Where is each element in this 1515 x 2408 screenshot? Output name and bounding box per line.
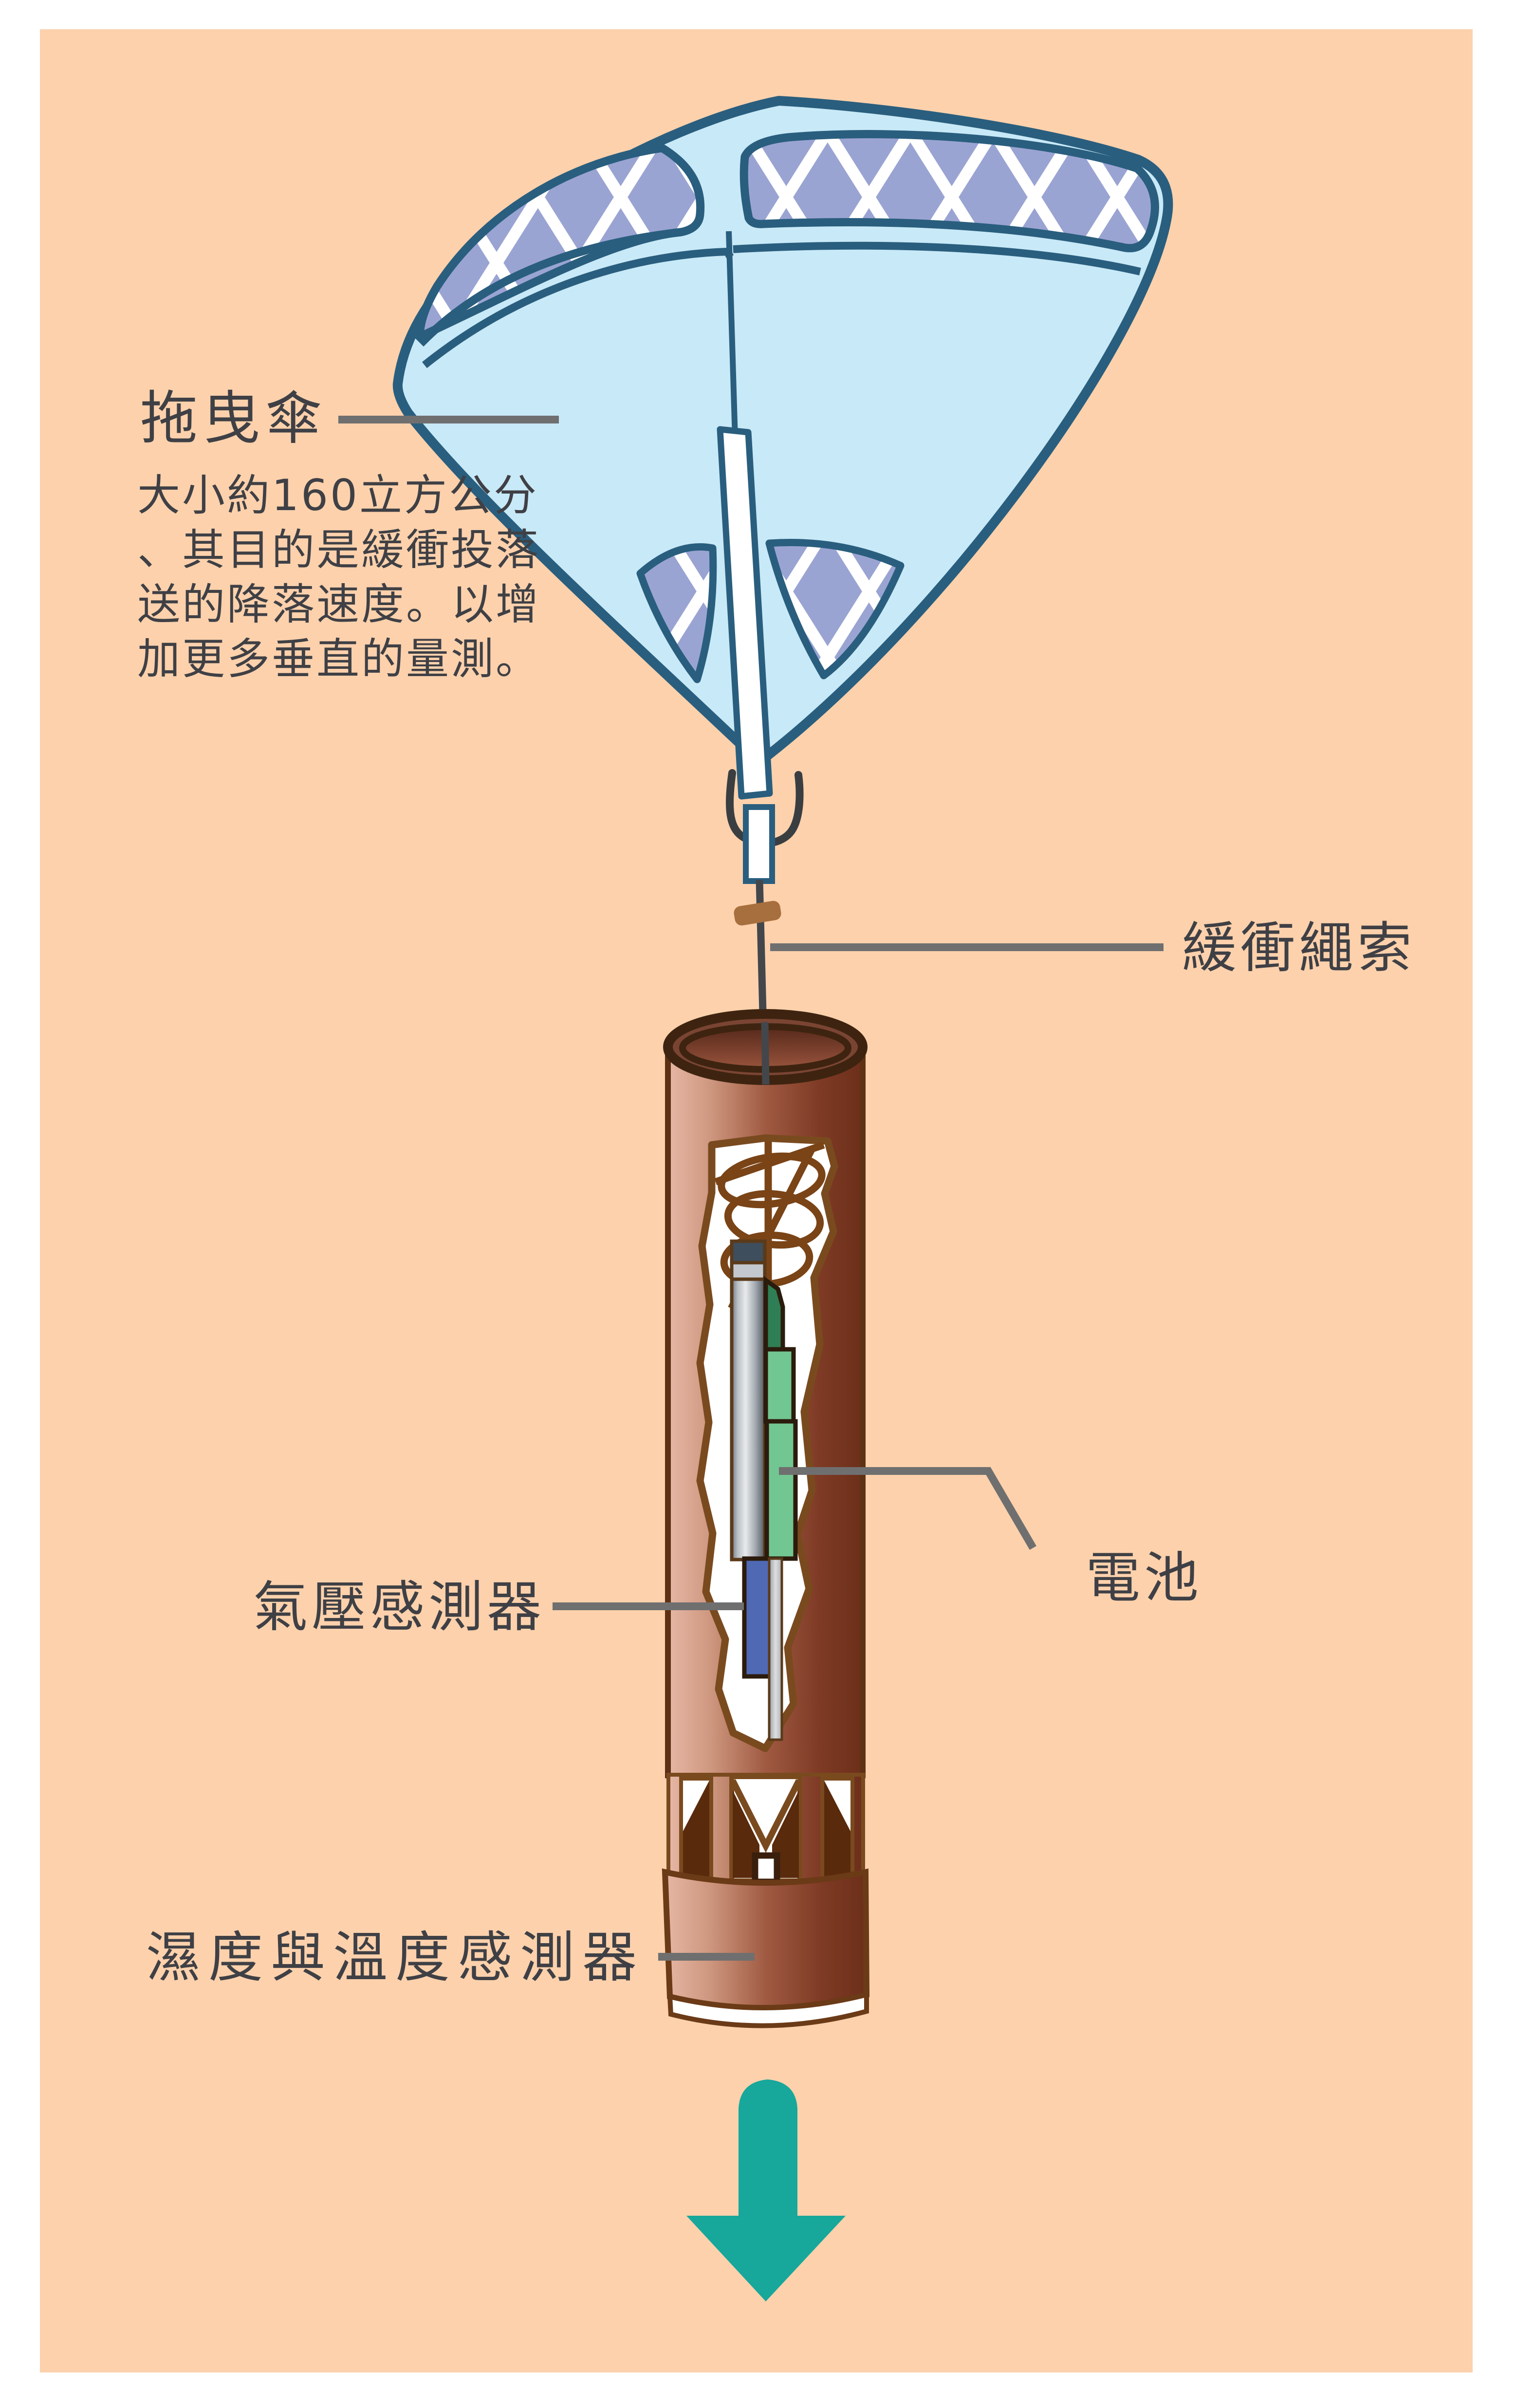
parachute-panel-lower-right — [765, 539, 905, 680]
sonde-tube — [662, 1009, 870, 2028]
buffer-rope-label: 緩衝繩索 — [1182, 917, 1416, 980]
slot-left — [679, 1777, 713, 1884]
parachute-description-line: 加更多垂直的量測。 — [137, 634, 540, 684]
slot-center — [729, 1774, 802, 1885]
connector-link — [743, 804, 775, 884]
parachute-description-line: 大小約160立方公分 — [137, 470, 538, 520]
tube-slot-section — [666, 1773, 865, 1888]
parachute-description-line: 送的降落速度。以增 — [137, 579, 540, 629]
battery-label: 電池 — [1086, 1546, 1202, 1610]
battery-pack — [763, 1276, 798, 1561]
parachute-panel-lower-left — [636, 543, 717, 683]
battery-leader-line — [779, 1467, 1036, 1550]
diagram-labels: 拖曳傘 大小約160立方公分 、其目的是緩衝投落 送的降落速度。以增 加更多垂直… — [137, 385, 1416, 1989]
parachute-seam-right — [733, 241, 1141, 276]
rope-into-tube — [761, 1022, 770, 1085]
parachute-seam-left — [422, 247, 734, 368]
drogue-parachute — [392, 96, 1173, 800]
battery-cell-upper — [763, 1347, 796, 1424]
humidity-temperature-sensor-element — [752, 1852, 780, 1885]
parachute-panel-left — [415, 144, 681, 347]
parachute-description-line: 、其目的是緩衝投落 — [137, 525, 540, 575]
parachute-spar — [717, 426, 773, 800]
down-arrow-icon — [686, 2079, 846, 2301]
rope-bead — [734, 901, 781, 926]
parachute-label: 拖曳傘 — [140, 385, 327, 452]
tube-bottom-cap — [662, 1868, 870, 2028]
slot-right — [820, 1777, 854, 1884]
humidity-temperature-sensor-label: 濕度與溫度感測器 — [146, 1926, 645, 1989]
parachute-panel-right — [739, 130, 1159, 253]
transmitter-cylinder — [730, 1239, 767, 1562]
bottom-cap-white-band — [667, 1991, 869, 2028]
sensor-rod — [768, 1557, 783, 1741]
leader-lines — [338, 416, 1164, 1961]
battery-cell-lower — [764, 1419, 798, 1561]
battery-top-cell — [763, 1276, 785, 1352]
pressure-sensor-label: 氣壓感測器 — [253, 1576, 545, 1639]
